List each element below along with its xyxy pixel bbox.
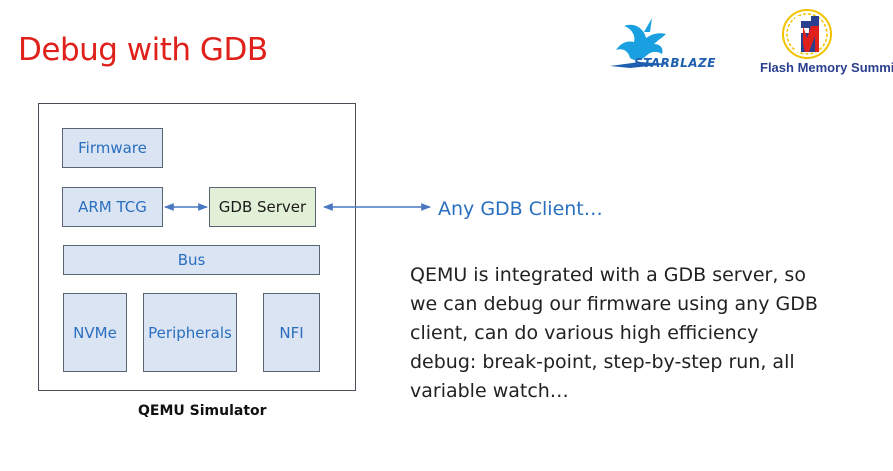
starblaze-logo-text: STARBLAZE [634,56,716,70]
qemu-simulator-caption: QEMU Simulator [138,403,267,419]
bus-box: Bus [63,245,320,275]
nvme-box: NVMe [63,293,127,372]
slide-title: Debug with GDB [18,32,268,68]
gdb-client-label: Any GDB Client… [438,198,603,220]
arm-tcg-box: ARM TCG [62,187,163,227]
peripherals-box: Peripherals [143,293,237,372]
fms-logo-icon [782,9,832,59]
description-text: QEMU is integrated with a GDB server, so… [410,264,818,402]
starblaze-logo-icon [610,18,670,68]
nfi-box: NFI [263,293,320,372]
gdb-server-box: GDB Server [209,187,316,227]
firmware-box: Firmware [62,128,163,168]
fms-logo-text: Flash Memory Summit [760,60,893,75]
